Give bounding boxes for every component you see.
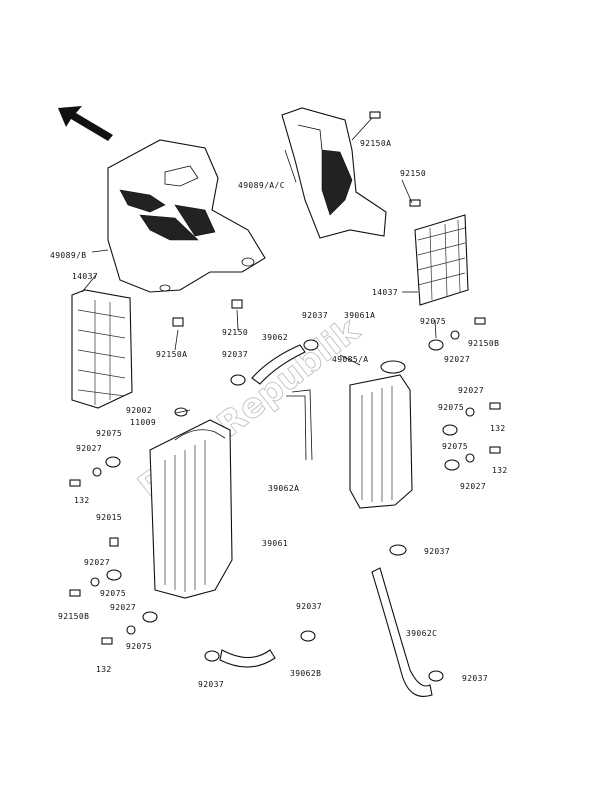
hose-clamp-icon bbox=[303, 339, 319, 351]
leader-lines bbox=[81, 117, 437, 414]
part-label: 92150 bbox=[222, 328, 248, 337]
part-label: 92037 bbox=[302, 311, 328, 320]
part-label: 92027 bbox=[76, 444, 102, 453]
radiator-louver-right bbox=[414, 214, 469, 306]
part-label: 92015 bbox=[96, 513, 122, 522]
collar-icon bbox=[465, 407, 475, 417]
collar-icon bbox=[465, 453, 475, 463]
part-label: 92075 bbox=[420, 317, 446, 326]
part-label: 14037 bbox=[372, 288, 398, 297]
bolt-icon bbox=[172, 317, 184, 327]
part-label: 92075 bbox=[96, 429, 122, 438]
part-label: 92002 bbox=[126, 406, 152, 415]
radiator-left bbox=[149, 407, 233, 599]
collar-icon bbox=[450, 330, 460, 340]
part-label: 39061 bbox=[262, 539, 288, 548]
bolt-icon bbox=[69, 589, 81, 597]
part-label: 132 bbox=[492, 466, 508, 475]
front-arrow-icon bbox=[58, 106, 113, 141]
part-label: 11009 bbox=[130, 418, 156, 427]
part-label: 92027 bbox=[458, 386, 484, 395]
part-label: 49089/B bbox=[50, 251, 87, 260]
radiator-shroud-right bbox=[281, 107, 387, 239]
grommet-icon bbox=[105, 456, 121, 468]
part-label: 39061A bbox=[344, 311, 375, 320]
part-label: 92150A bbox=[360, 139, 391, 148]
part-label: 39062 bbox=[262, 333, 288, 342]
hose-39062C bbox=[371, 567, 433, 697]
part-label: 92037 bbox=[424, 547, 450, 556]
part-label: 92027 bbox=[444, 355, 470, 364]
part-label: 92075 bbox=[126, 642, 152, 651]
radiator-shroud-left bbox=[107, 139, 266, 293]
radiator-right bbox=[349, 360, 413, 509]
collar-icon bbox=[92, 467, 102, 477]
bolt-icon bbox=[409, 199, 421, 207]
grommet-icon bbox=[444, 459, 460, 471]
radiator-louver-left bbox=[71, 289, 133, 409]
part-label: 92037 bbox=[198, 680, 224, 689]
part-label: 92027 bbox=[110, 603, 136, 612]
part-label: 39062A bbox=[268, 484, 299, 493]
part-label: 92075 bbox=[438, 403, 464, 412]
part-label: 92027 bbox=[84, 558, 110, 567]
grommet-icon bbox=[442, 424, 458, 436]
bolt-icon bbox=[489, 446, 501, 454]
part-label: 14037 bbox=[72, 272, 98, 281]
part-label: 92150A bbox=[156, 350, 187, 359]
hose-clamp-icon bbox=[389, 544, 407, 556]
grommet-icon bbox=[142, 611, 158, 623]
part-label: 132 bbox=[74, 496, 90, 505]
bolt-icon bbox=[474, 317, 486, 325]
hose-clamp-icon bbox=[300, 630, 316, 642]
grommet-icon bbox=[428, 339, 444, 351]
part-label: 92075 bbox=[442, 442, 468, 451]
bolt-icon bbox=[69, 479, 81, 487]
hose-clamp-icon bbox=[428, 670, 444, 682]
grommet-icon bbox=[106, 569, 122, 581]
bolt-icon bbox=[101, 637, 113, 645]
part-label: 92027 bbox=[460, 482, 486, 491]
collar-icon bbox=[126, 625, 136, 635]
part-label: 92150 bbox=[400, 169, 426, 178]
part-label: 92150B bbox=[468, 339, 499, 348]
bolt-icon bbox=[369, 111, 381, 119]
hose-39062 bbox=[251, 344, 306, 385]
part-label: 39062B bbox=[290, 669, 321, 678]
collar-icon bbox=[90, 577, 100, 587]
hose-clamp-icon bbox=[230, 374, 246, 386]
part-label: 132 bbox=[96, 665, 112, 674]
part-label: 49089/A/C bbox=[238, 181, 285, 190]
bolt-icon bbox=[231, 299, 243, 309]
clip-icon bbox=[109, 537, 119, 547]
part-label: 92150B bbox=[58, 612, 89, 621]
part-label: 92037 bbox=[462, 674, 488, 683]
bolt-icon bbox=[489, 402, 501, 410]
part-label: 132 bbox=[490, 424, 506, 433]
part-label: 92037 bbox=[222, 350, 248, 359]
part-label: 92075 bbox=[100, 589, 126, 598]
part-label: 92037 bbox=[296, 602, 322, 611]
part-label: 49085/A bbox=[332, 355, 369, 364]
part-label: 39062C bbox=[406, 629, 437, 638]
hose-39062B bbox=[219, 649, 276, 668]
hose-39062A bbox=[286, 389, 313, 461]
hose-clamp-icon bbox=[204, 650, 220, 662]
